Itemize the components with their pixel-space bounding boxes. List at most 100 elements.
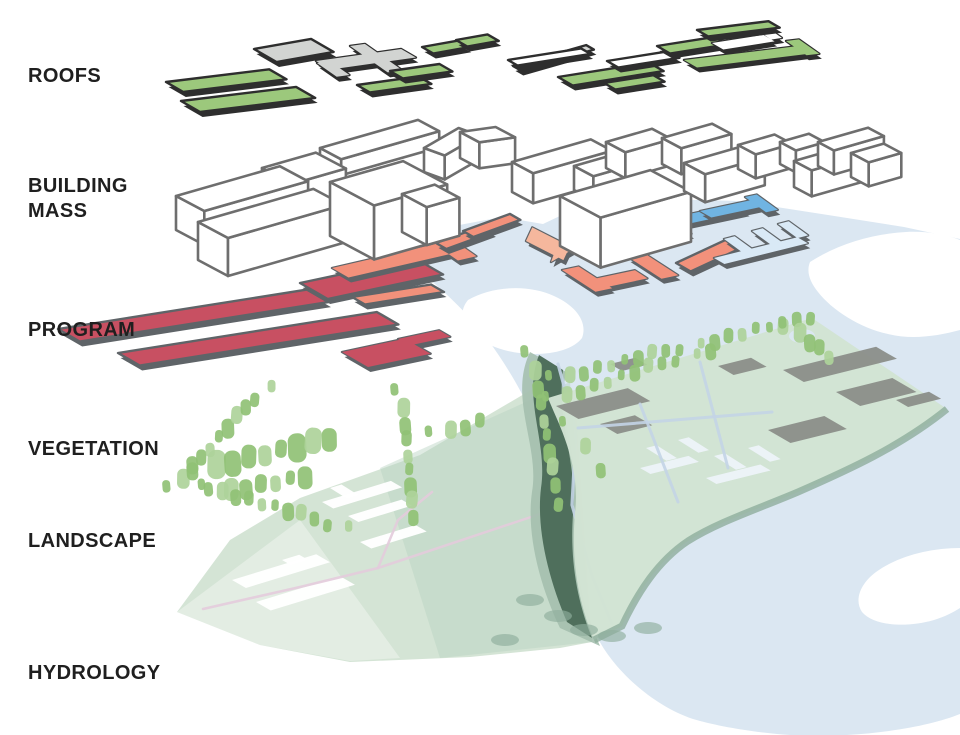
tree [617,369,625,381]
tree [285,470,296,485]
layer-label-building-mass: BUILDING MASS [28,175,128,222]
tree [397,397,411,418]
tree [607,360,616,373]
slab [116,310,400,367]
slab-top [316,49,416,70]
tree [657,356,667,371]
tree [162,480,171,493]
tree [595,462,606,479]
tree [309,511,320,527]
tree [575,385,586,401]
slab-top [712,34,775,50]
ground-path [201,512,542,611]
tree [345,520,353,532]
tree [578,366,589,382]
flat-shape [640,455,699,474]
tree [603,376,612,390]
flat-shape [896,391,942,407]
tree [203,482,214,497]
tree [282,502,295,522]
tree [214,429,224,443]
slab-top [724,236,755,254]
tree [646,343,658,360]
tree [221,418,235,439]
building-face [816,126,886,152]
water-island [808,231,960,337]
shoreline-edge [592,406,950,644]
tree [405,462,414,476]
slab-top [350,43,403,73]
tree [297,466,313,490]
building-face [458,125,517,144]
tree [697,337,705,349]
tree [539,414,549,429]
flat-shape [748,445,781,462]
layer-label-hydrology: HYDROLOGY [28,662,161,684]
slab-top [752,228,783,246]
marsh-clump [598,630,626,642]
tree [580,437,591,455]
building-face [660,122,733,150]
vegetation-layer [162,311,834,533]
water-island [462,288,584,354]
slab [461,212,522,239]
slab-top [786,39,820,56]
slab [164,68,288,94]
tree [274,439,288,458]
marsh-clump [516,594,544,606]
tree [671,355,680,368]
tree [445,420,457,439]
marsh-clump [634,622,662,634]
slab-top [332,241,462,278]
tree [803,334,816,353]
tree [561,386,573,404]
tree [532,380,545,399]
slab-top [342,338,431,367]
marsh-clump [491,634,519,646]
tree [304,427,322,455]
tree [558,415,566,427]
slab-top [317,61,350,77]
tree [814,339,825,356]
tree [542,428,551,441]
building-face [174,164,310,213]
layer-label-program: PROGRAM [28,319,136,341]
tree [271,499,279,511]
slab [388,62,454,80]
tree [207,449,227,480]
tree [295,503,307,521]
slab [179,85,317,114]
ground-path [576,410,774,430]
tree [778,316,787,329]
slab-top [778,221,809,239]
slab [350,283,446,306]
slab [602,73,666,91]
slab [695,20,781,38]
tree [737,327,747,342]
flat-shape [330,484,359,499]
slab [252,37,335,64]
tree [805,311,816,326]
tree [661,343,671,358]
tree [249,392,260,408]
tree [553,497,564,512]
tree [258,445,272,467]
water-island [858,548,960,625]
tree [765,321,773,333]
flat-shape [306,458,353,475]
tree [267,379,276,393]
tree [564,366,576,384]
tree [195,449,207,466]
flat-shape [783,346,897,382]
marsh-clump [570,624,598,636]
ground-path [698,360,730,470]
tree [287,433,307,463]
tree [550,477,561,494]
flat-shape [768,416,847,443]
flat-shape [718,357,767,375]
flat-shape [322,480,403,509]
tree [592,360,602,374]
tree [254,474,267,493]
